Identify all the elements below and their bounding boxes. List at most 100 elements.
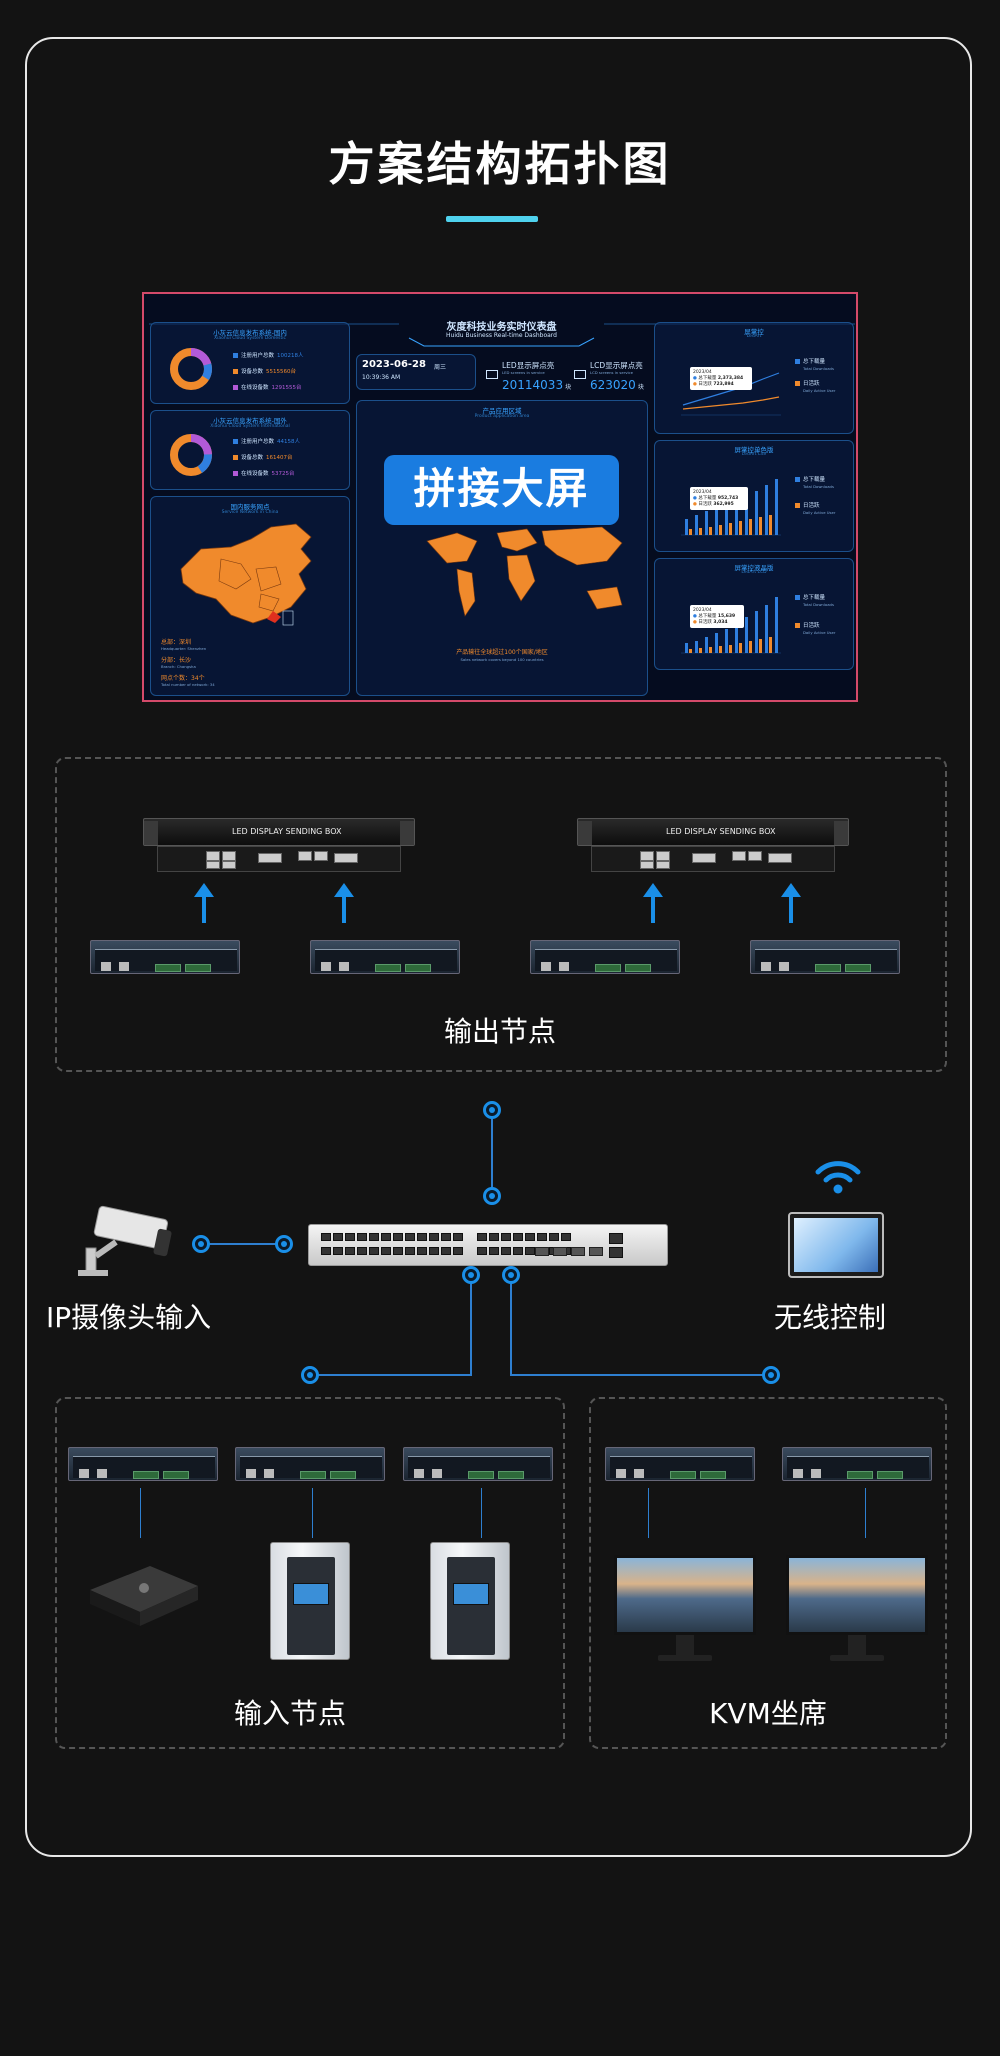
kvm-node-device <box>605 1447 755 1481</box>
link-line <box>201 1243 285 1245</box>
page-title: 方案结构拓扑图 <box>328 137 672 191</box>
led-kpi-sub: LED screens in service <box>502 370 545 375</box>
lcd-screen-icon <box>574 370 586 379</box>
ledart-lcd-title: 屏掌控液晶版 <box>734 564 774 572</box>
panel-domestic-title: 小灰云信息发布系统-国内 <box>213 329 287 337</box>
ledart-lcd-legend-downloads-en: Total Downloads <box>803 602 834 607</box>
led-screen-icon <box>486 370 498 379</box>
title-underline <box>446 216 538 222</box>
panel-domestic: 小灰云信息发布系统-国内 Xiaohui Cloud System Domest… <box>150 322 350 404</box>
link-node-dot <box>301 1366 319 1384</box>
link-node-dot <box>502 1266 520 1284</box>
arrow-up-icon <box>334 883 354 923</box>
kvm-box <box>589 1397 947 1749</box>
link-line <box>491 1110 493 1196</box>
ledart-lite-title: 屏掌控单色版 <box>734 446 774 454</box>
ledart-legend-downloads: 总下载量 <box>795 357 825 365</box>
led-sending-box-left: LED DISPLAY SENDING BOX <box>143 818 415 874</box>
link-node-dot <box>275 1235 293 1253</box>
world-panel-note: 产品输往全球超过100个国家/地区 <box>456 649 548 656</box>
output-node-device <box>530 940 680 974</box>
dashboard-subtitle: Huidu Business Real-time Dashboard <box>446 332 557 339</box>
arrow-up-icon <box>781 883 801 923</box>
dashboard-time: 10:39:36 AM <box>362 374 401 381</box>
output-nodes-box <box>55 757 947 1072</box>
ledart-lite-tooltip: 2023/04 ● 总下载量 952,743 ● 日活跃 362,995 <box>690 487 748 510</box>
ledart-lite-legend-downloads-en: Total Downloads <box>803 484 834 489</box>
led-sending-box-right: LED DISPLAY SENDING BOX <box>577 818 849 874</box>
link-node-dot <box>483 1101 501 1119</box>
panel-ledart-lite: 屏掌控单色版 LedArt Lite 2023/04 ● 总下载量 952,74… <box>654 440 854 552</box>
link-line <box>470 1275 472 1375</box>
link-line <box>140 1488 141 1538</box>
panel-international: 小灰云信息发布系统-国外 Xiaohui Cloud System Intern… <box>150 410 350 490</box>
kvm-label: KVM坐席 <box>709 1697 827 1730</box>
link-line <box>648 1488 649 1538</box>
ledart-lite-legend-dau-en: Daily Active User <box>803 510 836 515</box>
link-line <box>510 1374 772 1376</box>
output-node-device <box>750 940 900 974</box>
panel-domestic-subtitle: Xiaohui Cloud System Domestic <box>214 336 286 341</box>
input-node-device <box>403 1447 553 1481</box>
pc-tower <box>270 1542 350 1660</box>
ledart-lite-subtitle: LedArt Lite <box>741 452 767 457</box>
ledart-legend-dau: 日活跃 <box>795 379 820 387</box>
tablet-device <box>788 1212 884 1278</box>
link-node-dot <box>462 1266 480 1284</box>
link-line <box>510 1275 512 1375</box>
world-panel-subtitle: Product application area <box>474 414 530 419</box>
kvm-monitor <box>786 1555 928 1663</box>
link-line <box>481 1488 482 1538</box>
led-kpi-label: LED显示屏点亮 <box>502 361 555 370</box>
link-line <box>312 1488 313 1538</box>
panel-international-title: 小灰云信息发布系统-国外 <box>213 417 287 425</box>
china-hq-en: Headquarter: Shenzhen <box>161 646 207 651</box>
splicing-screen-dashboard: 灰度科技业务实时仪表盘 Huidu Business Real-time Das… <box>142 292 858 702</box>
dashboard-weekday: 周三 <box>434 364 447 371</box>
ledart-tooltip: 2023/04 ● 总下载量 2,373,384 ● 日活跃 723,894 <box>690 367 752 390</box>
ledart-lcd-legend-dau-en: Daily Active User <box>803 630 836 635</box>
ledart-subtitle: LedArt <box>746 334 762 339</box>
china-hq: 总部：深圳 <box>161 639 192 646</box>
china-count: 网点个数：34个 <box>161 675 205 682</box>
ledart-lite-legend-downloads: 总下载量 <box>795 475 825 483</box>
date-box <box>356 354 476 390</box>
ledart-legend-dau-en: Daily Active User <box>803 388 836 393</box>
sending-box-label: LED DISPLAY SENDING BOX <box>232 827 342 836</box>
china-panel-subtitle: Service Network in China <box>221 510 279 515</box>
ledart-title: 屏掌控 <box>744 328 764 336</box>
lcd-kpi-sub: LCD screens in service <box>590 370 633 375</box>
output-node-device <box>310 940 460 974</box>
kvm-node-device <box>782 1447 932 1481</box>
input-nodes-label: 输入节点 <box>233 1697 346 1730</box>
donut-chart-international <box>170 434 212 476</box>
ip-camera-label: IP摄像头输入 <box>46 1301 212 1334</box>
input-node-device <box>235 1447 385 1481</box>
link-node-dot <box>762 1366 780 1384</box>
network-switch <box>308 1224 668 1266</box>
ledart-lite-legend-dau: 日活跃 <box>795 501 820 509</box>
wireless-control-label: 无线控制 <box>774 1301 887 1334</box>
panel-international-subtitle: Xiaohui Cloud System International <box>210 424 290 429</box>
panel-china-network: 国内服务网点 Service Network in China 总部：深圳 He… <box>150 496 350 696</box>
ip-camera-icon <box>78 1205 172 1276</box>
china-map <box>180 523 312 626</box>
ledart-lcd-bar-chart <box>681 597 781 654</box>
ledart-legend-downloads-en: Total Downloads <box>803 366 834 371</box>
ledart-lcd-subtitle: LedArt LCD <box>741 570 767 575</box>
dashboard-title: 灰度科技业务实时仪表盘 <box>446 322 557 333</box>
output-nodes-label: 输出节点 <box>443 1015 556 1048</box>
ledart-lite-bar-chart <box>681 479 781 536</box>
sending-box-label: LED DISPLAY SENDING BOX <box>666 827 776 836</box>
world-map <box>426 526 623 617</box>
arrow-up-icon <box>643 883 663 923</box>
panel-ledart-lcd: 屏掌控液晶版 LedArt LCD 2023/04 ● 总下载量 15,639 … <box>654 558 854 670</box>
ledart-lcd-legend-dau: 日活跃 <box>795 621 820 629</box>
wifi-icon <box>815 1161 861 1194</box>
